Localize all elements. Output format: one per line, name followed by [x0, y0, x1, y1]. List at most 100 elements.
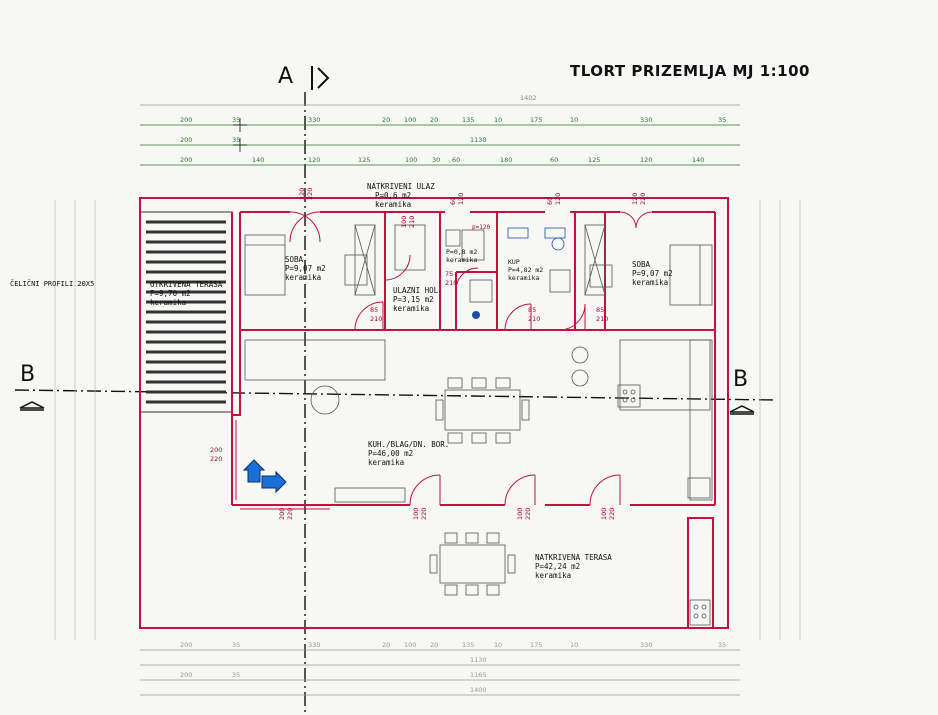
- dimension-value: 20: [382, 116, 390, 124]
- opening-width: 100: [600, 508, 608, 520]
- opening-width: 100: [412, 508, 420, 520]
- opening-width: 120: [298, 188, 306, 200]
- dimension-value: 20: [430, 116, 438, 124]
- dimension-value: 35: [232, 116, 240, 124]
- opening-height: 220: [639, 193, 647, 205]
- opening-width: 200: [278, 508, 286, 520]
- sheet-title: TLORT PRIZEMLJA MJ 1:100: [570, 62, 810, 80]
- dimension-value: 330: [640, 641, 652, 649]
- opening-width: 85: [528, 306, 536, 314]
- opening-height: 220: [524, 508, 532, 520]
- dimension-value: 330: [308, 641, 320, 649]
- dimension-value: 175: [530, 641, 542, 649]
- dimension-value: 60: [550, 156, 558, 164]
- entrance-arrow-icon: [242, 459, 287, 494]
- opening-width: 85: [370, 306, 378, 314]
- dimension-value: 180: [500, 156, 512, 164]
- dimension-value: 120: [640, 156, 652, 164]
- dimension-value: 140: [252, 156, 264, 164]
- dimension-value: 10: [570, 116, 578, 124]
- section-b-right-label: B: [733, 367, 749, 392]
- opening-height: 120: [554, 193, 562, 205]
- dimension-value: 10: [570, 641, 578, 649]
- dimension-value: 125: [358, 156, 370, 164]
- opening-width: 100: [516, 508, 524, 520]
- opening-height: 220: [306, 188, 314, 200]
- dimension-value: 10: [494, 641, 502, 649]
- dimension-value: 10: [494, 116, 502, 124]
- dimension-value: 35: [232, 641, 240, 649]
- opening-height: 220: [210, 455, 222, 463]
- dimension-value: 175: [530, 116, 542, 124]
- section-b-right-arrow-icon: [729, 405, 755, 413]
- dimension-value: 20: [382, 641, 390, 649]
- steel-profile-note: ČELIČNI PROFILI 20X5: [10, 280, 95, 288]
- opening-height: 120: [457, 193, 465, 205]
- opening-width: 60: [449, 197, 457, 205]
- opening-height: 220: [608, 508, 616, 520]
- dimension-value: 30: [432, 156, 440, 164]
- section-a-label: A: [278, 64, 294, 89]
- opening-height: 210: [528, 315, 540, 323]
- opening-height: 220: [420, 508, 428, 520]
- furniture: [244, 224, 713, 626]
- dimension-value: 60: [452, 156, 460, 164]
- dimension-total: 1402: [520, 94, 537, 102]
- dimension-lines-bottom: [140, 649, 740, 696]
- opening-width: 60: [546, 197, 554, 205]
- dimension-total: 1400: [470, 686, 487, 694]
- opening-height: 220: [286, 508, 294, 520]
- dimension-value: 35: [718, 116, 726, 124]
- dimension-value: 140: [692, 156, 704, 164]
- opening-width: 100: [400, 216, 408, 228]
- walls: [139, 197, 729, 629]
- dimension-value: 330: [308, 116, 320, 124]
- dimension-value: 125: [588, 156, 600, 164]
- dimension-lines-top: [140, 104, 740, 166]
- opening-width: 85: [596, 306, 604, 314]
- dimension-value: 200: [180, 671, 192, 679]
- opening-width: 120: [631, 193, 639, 205]
- dimension-value: 200: [180, 641, 192, 649]
- section-line-b: [14, 389, 776, 401]
- dimension-total: 1130: [470, 136, 487, 144]
- dimension-total: 1130: [470, 656, 487, 664]
- parapet-height: p=120: [472, 224, 491, 231]
- dimension-value: 35: [718, 641, 726, 649]
- dimension-value: 120: [308, 156, 320, 164]
- dimension-value: 100: [404, 116, 416, 124]
- dimension-value: 35: [232, 671, 240, 679]
- section-a-arrow-icon: [317, 67, 330, 89]
- dimension-value: 200: [180, 156, 192, 164]
- dimension-value: 200: [180, 136, 192, 144]
- opening-height: 210: [596, 315, 608, 323]
- dimension-value: 100: [404, 641, 416, 649]
- terrace-slats: [139, 211, 233, 413]
- door-swings: [289, 211, 653, 506]
- opening-height: 210: [408, 216, 416, 228]
- dimension-value: 330: [640, 116, 652, 124]
- side-dimensions: [54, 200, 801, 640]
- dimension-total: 1165: [470, 671, 487, 679]
- opening-width: 200: [210, 446, 222, 454]
- dimension-value: 135: [462, 116, 474, 124]
- dimension-value: 100: [405, 156, 417, 164]
- dimension-value: 20: [430, 641, 438, 649]
- dimension-value: 135: [462, 641, 474, 649]
- section-b-left-label: B: [20, 362, 36, 387]
- opening-height: 210: [370, 315, 382, 323]
- opening-width: 75: [445, 270, 453, 278]
- section-b-left-arrow-icon: [19, 401, 45, 409]
- dimension-value: 35: [232, 136, 240, 144]
